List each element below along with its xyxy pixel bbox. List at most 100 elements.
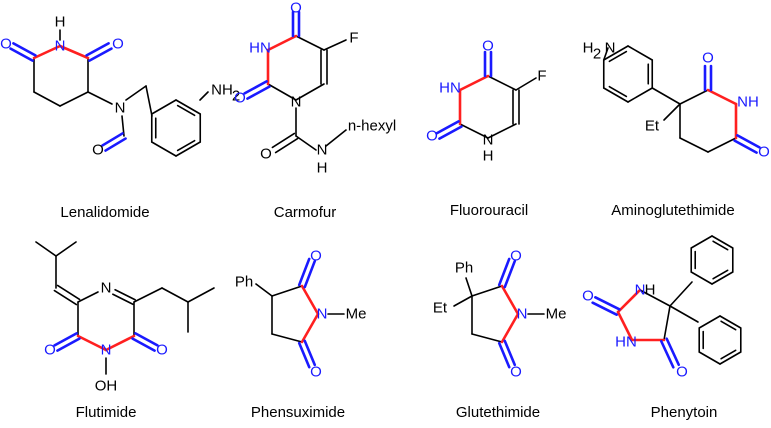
carbonyl-bond [88,47,113,62]
aminoglutethimide-ring-aromatic [608,85,628,98]
caption-aminoglutethimide: Aminoglutethimide [611,202,735,219]
carbonyl-bond [85,42,110,57]
bond [663,305,671,341]
bond [59,91,89,107]
carbonyl-bond [733,139,758,154]
phenytoin-ring-bottom-aromatic [720,349,737,360]
o-atom-label: O [310,364,322,381]
o-atom-label: O [426,128,438,145]
n-atom-label: N [317,306,328,323]
h2n-label: H [583,40,594,57]
hn-label: HN [615,334,637,351]
carbonyl-bond [503,259,517,289]
phenytoin-ring-bottom-bond [698,315,721,329]
f-atom-label: F [349,30,358,47]
aminoglutethimide-ring-bond [602,45,629,61]
carbonyl-bond [297,257,311,287]
phenytoin-ring-top-bond [690,235,713,249]
hn-label: HN [439,80,461,97]
n-atom-label: N [517,306,528,323]
lenalidomide-ring-bond [175,141,202,157]
carbonyl-bond [594,296,621,311]
phenytoin-ring-top-bond [711,235,734,249]
bond [255,283,273,297]
carbonyl-bond [56,337,81,352]
h-atom-label: H [483,148,494,165]
caption-phenytoin: Phenytoin [650,404,718,421]
aminoglutethimide-ring-aromatic [608,50,628,63]
o-atom-label: O [582,288,594,305]
o-atom-label: O [676,364,688,381]
oh-label: OH [95,378,118,395]
nh-label: NH [737,94,759,111]
bond [651,87,681,105]
h-atom-label: H [317,160,328,177]
hexyl-label: n-hexyl [348,118,396,135]
imide-bond [76,334,108,352]
o-atom-label: O [758,144,770,161]
carbonyl-bond [303,339,317,367]
o-atom-label: O [44,342,56,359]
et-label: Et [645,118,660,135]
carbonyl-bond [591,301,618,316]
lenalidomide-ring-bond [175,99,202,115]
bond [663,103,681,121]
n-atom-label: N [317,142,328,159]
carbonyl-bond [12,42,37,57]
caption-lenalidomide: Lenalidomide [60,204,150,221]
bond [487,123,517,139]
carbonyl-bond [503,339,517,367]
bond [267,83,297,101]
o-atom-label: O [112,36,124,53]
bond [453,295,473,307]
bond [187,287,215,303]
o-atom-label: O [702,50,714,67]
carbonyl-bond [131,337,156,352]
aminoglutethimide-ring-bond [627,45,654,61]
h-atom-label: H [645,282,656,299]
n-atom-label: N [101,280,112,297]
o-atom-label: O [0,36,12,53]
o-atom-label: O [290,0,302,17]
subscript-label: 2 [232,88,240,105]
f-atom-label: F [537,68,546,85]
imide-bond [500,284,520,316]
phenytoin-ring-top-aromatic [712,269,729,280]
me-label: Me [546,306,567,323]
nh2-label: NH [211,82,233,99]
imide-bond [706,88,738,106]
phenytoin-ring-top-bond [690,271,713,285]
bond [602,47,609,61]
bond [55,241,77,257]
bond [35,241,57,257]
imide-bond [300,312,320,344]
bond [271,132,296,149]
bond [145,85,153,117]
o-atom-label: O [234,90,246,107]
o-atom-label: O [510,248,522,265]
bond [33,91,61,107]
ring-bond [114,288,136,301]
bond [515,77,537,91]
caption-fluorouracil: Fluorouracil [449,202,529,219]
me-label: Me [346,306,367,323]
lenalidomide-ring-aromatic [176,139,196,152]
bond [53,289,78,306]
o-atom-label: O [260,146,272,163]
imide-bond [266,34,298,52]
carbonyl-bond [497,257,511,287]
lenalidomide-ring-bond [150,99,177,115]
carbonyl-bond [303,259,317,289]
imide-bond [458,74,490,92]
bond [161,287,189,303]
phenytoin-ring-top-aromatic [712,240,729,251]
ring-bond [112,293,134,306]
bond [125,85,147,101]
carbonyl-bond [297,341,311,369]
carbonyl-bond [438,125,463,140]
caption-flutimide: Flutimide [75,404,137,421]
imide-bond [616,310,634,342]
carbonyl-bond [497,341,511,369]
carbonyl-bond [665,337,681,367]
